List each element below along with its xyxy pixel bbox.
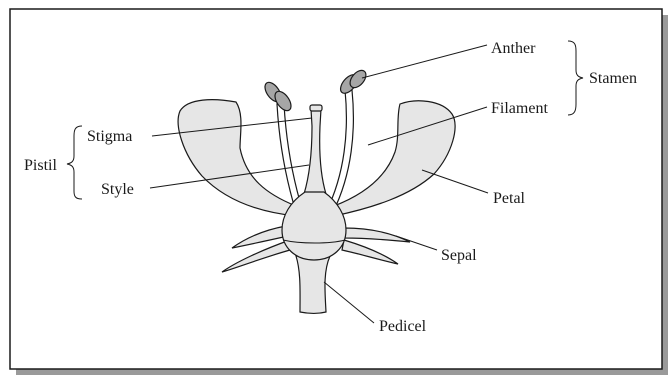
stigma-label: Stigma bbox=[87, 128, 132, 145]
style-label: Style bbox=[101, 181, 134, 198]
pedicel bbox=[296, 256, 330, 314]
pistil-label: Pistil bbox=[24, 157, 57, 174]
sepal-label: Sepal bbox=[441, 247, 477, 264]
pedicel-label: Pedicel bbox=[379, 318, 427, 335]
filament-label: Filament bbox=[491, 100, 548, 117]
petal-label: Petal bbox=[493, 190, 526, 207]
anther-label: Anther bbox=[491, 40, 536, 57]
stamen-label: Stamen bbox=[589, 70, 637, 87]
stigma bbox=[310, 105, 322, 111]
